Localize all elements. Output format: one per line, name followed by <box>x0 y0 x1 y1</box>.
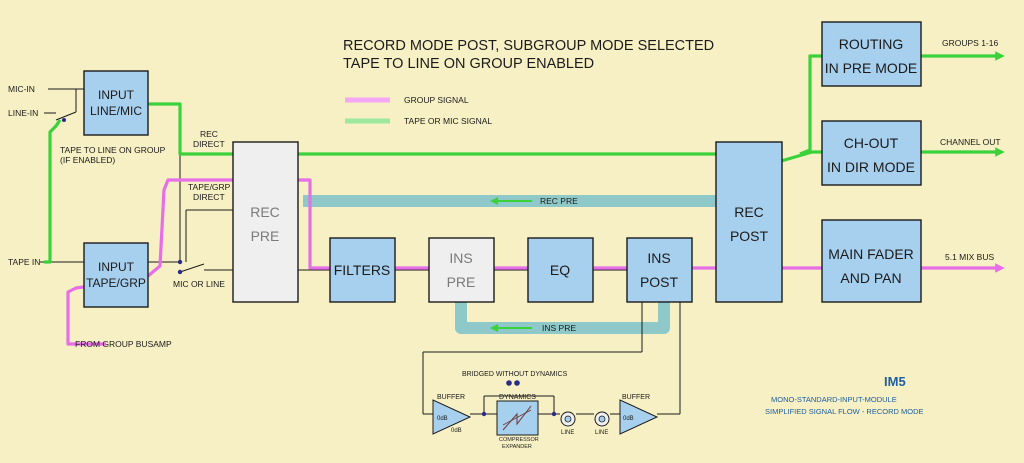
mix-bus-label: 5.1 MIX BUS <box>945 252 994 262</box>
eq-block: EQ <box>527 237 594 303</box>
svg-text:INPUT: INPUT <box>98 88 135 102</box>
rec-pre-loop-label: REC PRE <box>540 196 578 206</box>
svg-text:INS: INS <box>647 250 670 266</box>
svg-text:INPUT: INPUT <box>98 260 135 274</box>
mic-in-label: MIC-IN <box>8 84 35 94</box>
bridged-label: BRIDGED WITHOUT DYNAMICS <box>462 371 568 378</box>
legend-tape-label: TAPE OR MIC SIGNAL <box>404 116 492 126</box>
group-signal-path <box>66 178 330 346</box>
ins-post-block: INS POST <box>626 237 693 303</box>
svg-text:ROUTING: ROUTING <box>839 36 904 52</box>
rec-pre-block: REC PRE <box>232 141 299 303</box>
from-group-label: FROM GROUP BUSAMP <box>75 339 172 349</box>
svg-text:MAIN FADER: MAIN FADER <box>828 246 914 262</box>
tape-to-line-note: (IF ENABLED) <box>60 155 115 165</box>
ins-pre-loop-label: INS PRE <box>542 323 576 333</box>
buffer-out-gain: 0dB <box>623 416 634 422</box>
legend-group-label: GROUP SIGNAL <box>404 95 469 105</box>
svg-text:LINE/MIC: LINE/MIC <box>90 104 142 118</box>
svg-text:CH-OUT: CH-OUT <box>844 135 899 151</box>
diagram-title-line1: RECORD MODE POST, SUBGROUP MODE SELECTED <box>343 38 714 54</box>
buffer-in-gain: 0dB <box>437 416 448 422</box>
line-jack-label-2: LINE <box>595 430 608 436</box>
svg-text:POST: POST <box>730 228 769 244</box>
ch-out-block: CH-OUT IN DIR MODE <box>821 120 922 186</box>
module-type: MONO-STANDARD-INPUT-MODULE <box>771 395 897 404</box>
tape-grp-direct-label: TAPE/GRP <box>188 182 231 192</box>
rec-direct-label: REC <box>200 129 218 139</box>
buffer-in-label: BUFFER <box>437 394 465 401</box>
svg-text:AND PAN: AND PAN <box>840 270 901 286</box>
line-jack-label: LINE <box>561 430 574 436</box>
svg-text:IN DIR MODE: IN DIR MODE <box>827 159 915 175</box>
buffer-out-label: BUFFER <box>622 394 650 401</box>
mic-or-line-label: MIC OR LINE <box>173 279 225 289</box>
svg-text:PRE: PRE <box>447 274 476 290</box>
line-in-label: LINE-IN <box>8 108 38 118</box>
svg-text:PRE: PRE <box>251 228 280 244</box>
svg-text:TAPE/GRP: TAPE/GRP <box>86 276 146 290</box>
ins-pre-loop-band <box>455 300 670 334</box>
tape-to-line-label: TAPE TO LINE ON GROUP <box>60 145 166 155</box>
junction-dots <box>62 118 557 417</box>
line-jack-icon-2 <box>594 411 610 427</box>
dynamics-label: DYNAMICS <box>499 394 536 401</box>
module-name: IM5 <box>884 374 906 389</box>
tape-grp-direct-label-2: DIRECT <box>193 192 225 202</box>
main-fader-block: MAIN FADER AND PAN <box>821 219 922 303</box>
routing-block: ROUTING IN PRE MODE <box>821 21 922 87</box>
svg-text:IN PRE MODE: IN PRE MODE <box>825 60 918 76</box>
tape-in-label: TAPE IN <box>8 257 40 267</box>
svg-text:REC: REC <box>734 204 764 220</box>
buffer-in-triangle <box>432 399 472 435</box>
input-tape-grp-block: INPUT TAPE/GRP <box>83 242 149 308</box>
svg-text:REC: REC <box>250 204 280 220</box>
input-line-mic-block: INPUT LINE/MIC <box>83 70 149 136</box>
compressor-label: COMPRESSOR <box>499 437 539 443</box>
rec-direct-label-2: DIRECT <box>193 139 225 149</box>
expander-label: EXPANDER <box>502 444 532 450</box>
tape-mic-signal-path <box>44 119 62 264</box>
groups-output-label: GROUPS 1-16 <box>942 38 998 48</box>
svg-text:POST: POST <box>640 274 679 290</box>
ins-pre-block: INS PRE <box>428 237 495 303</box>
svg-text:INS: INS <box>449 250 472 266</box>
buffer-out-triangle <box>619 399 659 435</box>
diagram-title-line2: TAPE TO LINE ON GROUP ENABLED <box>343 56 594 72</box>
svg-text:EQ: EQ <box>550 262 570 278</box>
module-caption: SIMPLIFIED SIGNAL FLOW - RECORD MODE <box>765 407 924 416</box>
filters-block: FILTERS <box>329 237 396 303</box>
line-jack-icon <box>560 411 576 427</box>
channel-out-label: CHANNEL OUT <box>940 137 1001 147</box>
dynamics-icon <box>496 400 539 436</box>
svg-text:FILTERS: FILTERS <box>334 262 391 278</box>
rec-post-block: REC POST <box>715 141 783 303</box>
buffer-in-gain-2: 0dB <box>451 428 462 434</box>
tape-mic-signal-routing <box>799 54 822 156</box>
